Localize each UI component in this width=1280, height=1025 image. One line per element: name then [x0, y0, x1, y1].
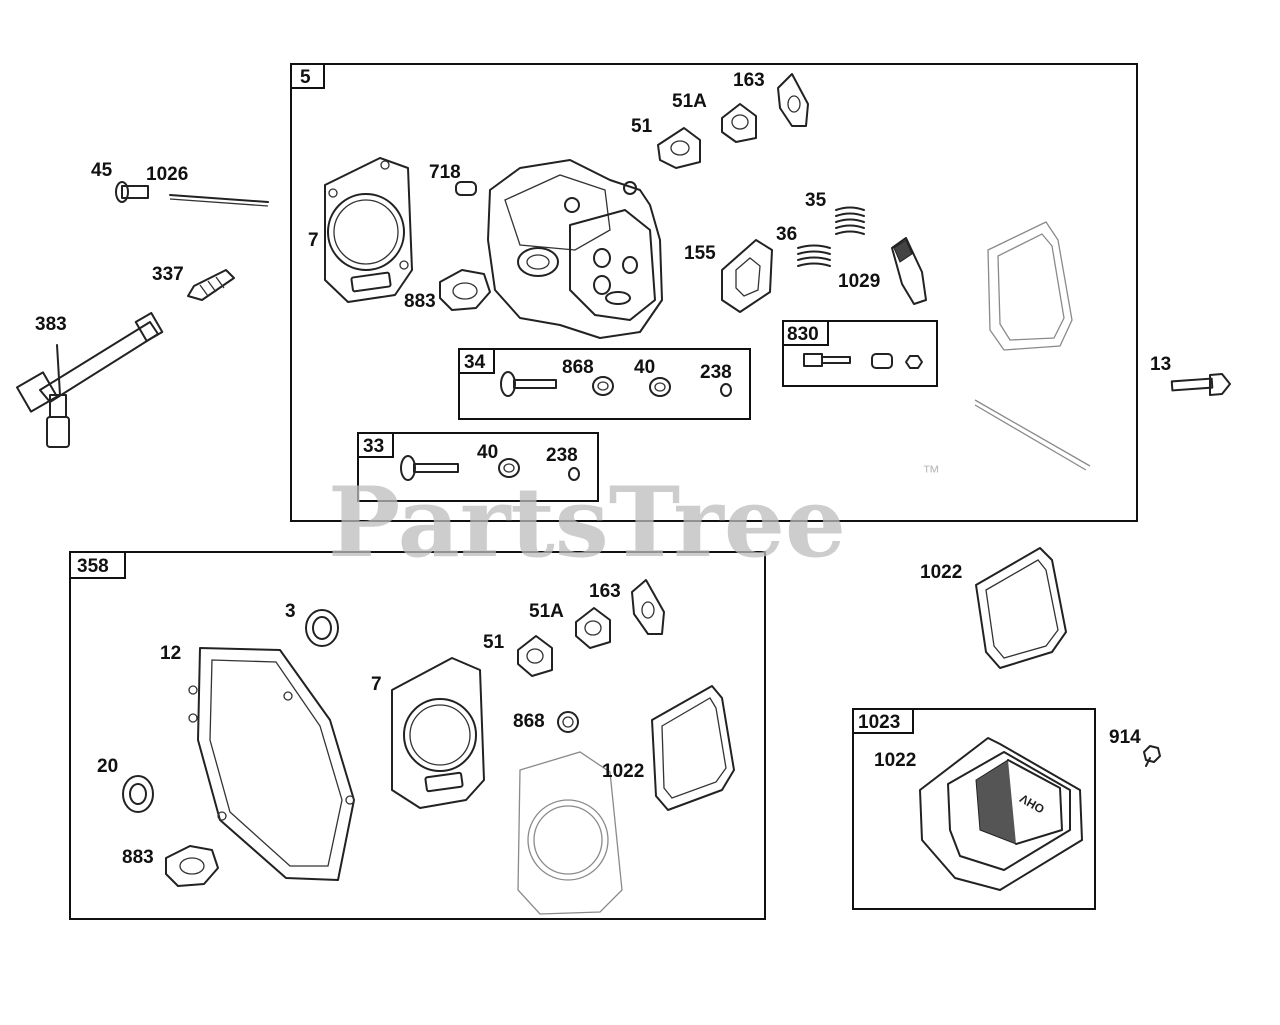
callout-718[interactable]: 718: [429, 162, 461, 183]
part-35-valve-spring[interactable]: [835, 206, 865, 235]
callout-1022-upper[interactable]: 1022: [920, 562, 962, 583]
part-383-plug-wrench[interactable]: [16, 311, 164, 448]
part-830-nut[interactable]: [905, 355, 923, 369]
group-34-tag: 34: [464, 352, 486, 373]
part-868-valve-seal-lower[interactable]: [557, 711, 579, 733]
part-868-valve-seal-upper[interactable]: [592, 376, 614, 396]
callout-337[interactable]: 337: [152, 264, 184, 285]
part-163-gasket-upper[interactable]: [777, 73, 809, 127]
callout-914[interactable]: 914: [1109, 727, 1141, 748]
part-155-breather-plate[interactable]: [721, 239, 773, 313]
callout-383[interactable]: 383: [35, 314, 67, 335]
group-5-box[interactable]: 5: [290, 63, 1138, 522]
cylinder-head[interactable]: [487, 159, 663, 339]
callout-1029[interactable]: 1029: [838, 271, 880, 292]
callout-163-upper[interactable]: 163: [733, 70, 765, 91]
group-33-tag: 33: [363, 436, 384, 457]
part-1022-valve-cover-gasket-kit[interactable]: [651, 685, 735, 811]
part-40-spring-retainer-lower[interactable]: [498, 458, 520, 478]
callout-51-lower[interactable]: 51: [483, 632, 505, 653]
part-238-valve-keeper-upper[interactable]: [720, 383, 732, 397]
part-3-oil-seal[interactable]: [305, 609, 339, 647]
callout-12[interactable]: 12: [160, 643, 181, 664]
part-830-adjuster-stud[interactable]: [803, 353, 851, 367]
callout-1026[interactable]: 1026: [146, 164, 188, 185]
group-830-tag: 830: [787, 324, 819, 345]
callout-883-lower[interactable]: 883: [122, 847, 154, 868]
ghost-valve-cover-gasket: [987, 221, 1073, 351]
callout-868-upper[interactable]: 868: [562, 357, 594, 378]
part-34-exhaust-valve[interactable]: [500, 371, 557, 397]
group-830-box[interactable]: 830: [782, 320, 938, 387]
callout-7-upper[interactable]: 7: [308, 230, 319, 251]
part-1022-valve-cover-gasket[interactable]: [975, 547, 1067, 669]
group-5-tag: 5: [300, 67, 311, 88]
part-1026-push-rod[interactable]: [169, 194, 269, 207]
callout-45[interactable]: 45: [91, 160, 113, 181]
part-830-pivot[interactable]: [871, 353, 893, 369]
callout-51A-lower[interactable]: 51A: [529, 601, 564, 622]
callout-3[interactable]: 3: [285, 601, 296, 622]
group-1023-box[interactable]: 1023: [852, 708, 1096, 910]
part-883-gasket-lower[interactable]: [165, 845, 219, 887]
callout-7-lower[interactable]: 7: [371, 674, 382, 695]
part-337-spark-plug[interactable]: [187, 269, 235, 301]
callout-40-upper[interactable]: 40: [634, 357, 655, 378]
callout-36[interactable]: 36: [776, 224, 797, 245]
part-1029-rocker-arm[interactable]: [891, 237, 927, 305]
callout-1022-kit[interactable]: 1022: [602, 761, 644, 782]
group-1023-tag: 1023: [858, 712, 900, 733]
callout-20[interactable]: 20: [97, 756, 118, 777]
part-20-oil-seal[interactable]: [122, 775, 154, 813]
callout-1022-cover[interactable]: 1022: [874, 750, 916, 771]
part-883-gasket-upper[interactable]: [439, 269, 491, 311]
callout-51-upper[interactable]: 51: [631, 116, 653, 137]
callout-40-lower[interactable]: 40: [477, 442, 498, 463]
part-7-head-gasket-lower[interactable]: [391, 657, 485, 809]
part-33-intake-valve[interactable]: [400, 455, 459, 481]
callout-51A-upper[interactable]: 51A: [672, 91, 707, 112]
part-51-gasket-lower[interactable]: [517, 635, 553, 677]
part-914-screw[interactable]: [1143, 745, 1161, 767]
part-7-head-gasket-upper[interactable]: [324, 157, 413, 303]
part-1023-valve-cover[interactable]: OHV: [919, 737, 1083, 891]
part-51-gasket-upper[interactable]: [657, 127, 701, 169]
callout-155[interactable]: 155: [684, 243, 716, 264]
trademark-symbol: ™: [922, 462, 940, 482]
ghost-push-rod: [974, 399, 1091, 471]
callout-35[interactable]: 35: [805, 190, 827, 211]
callout-163-lower[interactable]: 163: [589, 581, 621, 602]
part-13-bolt[interactable]: [1170, 373, 1231, 396]
part-12-crankcase-gasket[interactable]: [188, 647, 355, 881]
part-51A-gasket-lower[interactable]: [575, 607, 611, 649]
part-51A-gasket-upper[interactable]: [721, 103, 757, 143]
part-238-valve-keeper-lower[interactable]: [568, 467, 580, 481]
callout-883-upper[interactable]: 883: [404, 291, 436, 312]
part-36-valve-spring[interactable]: [797, 244, 831, 267]
callout-238-lower[interactable]: 238: [546, 445, 578, 466]
callout-868-lower[interactable]: 868: [513, 711, 545, 732]
partstree-watermark: PartsTree: [328, 466, 846, 579]
part-45-bushing[interactable]: [115, 181, 149, 203]
ghost-head-gasket: [517, 751, 623, 915]
group-358-tag: 358: [77, 556, 109, 577]
group-33-box[interactable]: 33: [357, 432, 599, 502]
callout-13[interactable]: 13: [1150, 354, 1171, 375]
part-163-gasket-lower[interactable]: [631, 579, 665, 635]
group-34-box[interactable]: 34: [458, 348, 751, 420]
part-40-spring-retainer-upper[interactable]: [649, 377, 671, 397]
callout-238-upper[interactable]: 238: [700, 362, 732, 383]
group-358-box[interactable]: 358: [69, 551, 766, 920]
part-718-pin[interactable]: [455, 181, 477, 196]
